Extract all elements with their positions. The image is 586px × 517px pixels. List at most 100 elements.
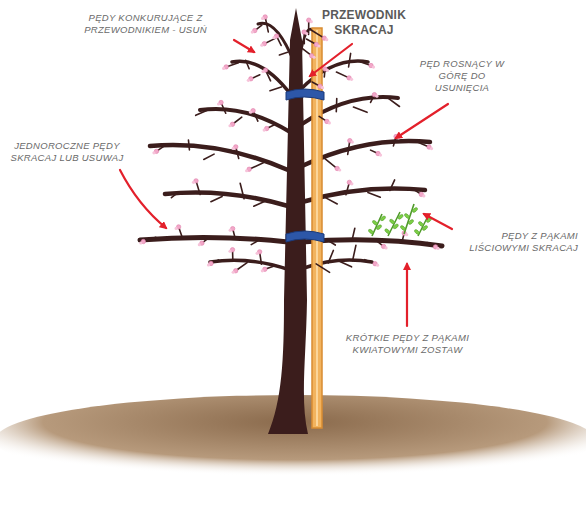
twig xyxy=(353,245,356,260)
flower-bud xyxy=(261,70,264,73)
flower-bud xyxy=(261,269,264,272)
flower-bud xyxy=(232,147,235,150)
flower-bud xyxy=(328,121,331,124)
callout-text: PRZEWODNIK SKRACAJ xyxy=(322,8,406,37)
flower-bud xyxy=(326,69,329,72)
twig xyxy=(196,109,210,115)
flower-bud xyxy=(350,182,353,185)
callout-text: KRÓTKIE PĘDY Z PĄKAMI KWIATOWYMI ZOSTAW xyxy=(346,332,469,355)
callout-text: PĘD ROSNĄCY W GÓRĘ DO USUNIĘCIA xyxy=(420,58,505,93)
leaf xyxy=(414,229,421,235)
flower-bud xyxy=(375,95,378,98)
leaf xyxy=(408,219,415,225)
flower-bud xyxy=(351,141,354,144)
callout-text: PĘDY Z PĄKAMI LIŚCIOWYMI SKRACAJ xyxy=(469,230,578,253)
callout-label: PĘD ROSNĄCY W GÓRĘ DO USUNIĘCIA xyxy=(418,58,506,94)
flower-bud xyxy=(249,111,252,114)
flower-bud xyxy=(436,247,439,250)
flower-bud xyxy=(372,65,375,68)
leaf xyxy=(372,220,379,226)
twig xyxy=(388,98,400,107)
twig xyxy=(328,250,333,262)
branch xyxy=(140,237,288,242)
flower-bud xyxy=(251,30,254,33)
callout-label: PRZEWODNIK SKRACAJ xyxy=(318,8,410,38)
twig xyxy=(279,52,287,55)
twig xyxy=(246,60,249,68)
flower-bud xyxy=(217,102,220,105)
leaf xyxy=(368,228,375,234)
twig xyxy=(324,197,337,204)
leaf xyxy=(412,207,419,213)
twig xyxy=(352,228,355,240)
flower-bud xyxy=(317,44,320,47)
leaf xyxy=(380,215,387,221)
flower-bud xyxy=(207,263,210,266)
tree-trunk xyxy=(268,8,308,434)
leader-arrow xyxy=(424,214,452,229)
flower-bud xyxy=(384,246,387,249)
callout-label: PĘDY Z PĄKAMI LIŚCIOWYMI SKRACAJ xyxy=(446,230,578,254)
flower-bud xyxy=(245,169,248,172)
tree-tie xyxy=(286,89,324,100)
flower-bud xyxy=(263,128,266,131)
stake-highlight xyxy=(316,30,318,426)
flower-bud xyxy=(312,56,315,59)
branch xyxy=(165,193,288,207)
twig xyxy=(316,264,329,273)
leader-arrows xyxy=(120,40,452,326)
branch xyxy=(210,260,290,270)
branch xyxy=(258,23,294,62)
flower-bud xyxy=(228,250,231,253)
leader-arrow xyxy=(310,44,352,76)
flower-bud xyxy=(422,194,425,197)
twig xyxy=(251,239,261,245)
leaf xyxy=(404,213,411,219)
flower-bud xyxy=(229,229,232,232)
branch xyxy=(232,61,292,96)
twig xyxy=(188,140,191,150)
twig xyxy=(211,197,222,202)
callout-text: PĘDY KONKURUJĄCE Z PRZEWODNIKIEM - USUŃ xyxy=(84,12,207,35)
flower-bud xyxy=(272,36,275,39)
flower-bud xyxy=(222,67,225,70)
leaf xyxy=(397,214,404,220)
leaf xyxy=(400,225,407,231)
twig xyxy=(327,240,335,245)
flower-bud xyxy=(430,147,433,150)
flower-bud xyxy=(228,124,231,127)
flower-bud xyxy=(325,38,328,41)
flower-bud xyxy=(256,252,259,255)
twig xyxy=(390,180,395,191)
flower-bud xyxy=(192,181,195,184)
twig xyxy=(270,87,281,91)
twig xyxy=(171,192,178,197)
flower-bud xyxy=(376,264,379,267)
leader-arrow xyxy=(234,40,254,52)
leaf xyxy=(418,221,425,227)
flower-bud xyxy=(139,241,142,244)
twig xyxy=(204,154,214,159)
tree-ties xyxy=(286,89,324,242)
branch xyxy=(200,109,290,132)
callout-label: JEDNOROCZNE PĘDY SKRACAJ LUB USUWAJ xyxy=(8,140,126,164)
flower-bud xyxy=(247,79,250,82)
tree-tie xyxy=(286,231,324,242)
leader-arrow xyxy=(406,264,408,326)
support-stake xyxy=(312,28,322,428)
leader-arrow xyxy=(120,170,166,228)
twigs xyxy=(143,17,435,273)
leader-arrow xyxy=(396,104,448,138)
flower-bud xyxy=(175,227,178,230)
flower-bud xyxy=(261,17,264,20)
flower-bud xyxy=(321,86,324,89)
flower-bud xyxy=(152,151,155,154)
callout-label: PĘDY KONKURUJĄCE Z PRZEWODNIKIEM - USUŃ xyxy=(58,12,233,36)
flower-bud xyxy=(260,44,263,47)
flower-bud xyxy=(350,78,353,81)
flower-bud xyxy=(379,153,382,156)
flower-bud xyxy=(198,243,201,246)
twig xyxy=(349,53,351,67)
twig xyxy=(353,107,367,112)
